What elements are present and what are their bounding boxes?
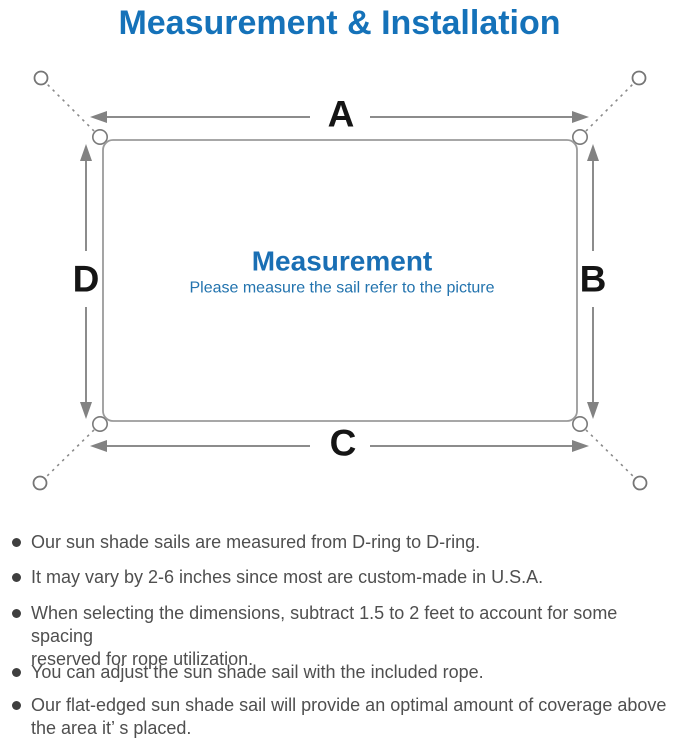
diagram-center-subtitle: Please measure the sail refer to the pic… [189,280,494,297]
measurement-diagram: A B C D Measurement Please measure the s… [32,70,648,491]
dimension-label-c: C [330,423,357,464]
d-ring-icon-bottom-left [92,415,109,432]
note-text: Our sun shade sails are measured from D-… [31,532,481,552]
bullet-icon [12,668,21,677]
rope-line-bottom-right [580,424,638,481]
d-ring-icon-top-left [92,129,109,146]
list-item: When selecting the dimensions, subtract … [12,602,667,671]
list-item: Our sun shade sails are measured from D-… [12,531,667,554]
rope-line-bottom-left [42,424,100,481]
anchor-circle-top-left [33,70,49,86]
list-item: You can adjust the sun shade sail with t… [12,661,667,684]
note-text: the area it’ s placed. [31,718,192,738]
bullet-icon [12,573,21,582]
anchor-circle-bottom-right [632,475,648,491]
sail-outline [102,139,578,422]
anchor-circle-bottom-left [32,475,48,491]
rope-line-top-left [43,80,100,137]
list-item: It may vary by 2-6 inches since most are… [12,566,667,589]
dimension-label-a: A [328,94,355,135]
dimension-arrow-a [90,111,589,123]
note-text: When selecting the dimensions, subtract … [31,603,618,646]
dimension-label-b: B [580,259,607,300]
note-text: You can adjust the sun shade sail with t… [31,662,484,682]
note-text: reserved for rope utilization. [31,649,254,669]
bullet-icon [12,609,21,618]
dimension-arrow-d [80,144,92,419]
dimension-arrow-c [90,440,589,452]
anchor-circle-top-right [631,70,647,86]
dimension-arrow-b [587,144,599,419]
rope-line-top-right [580,80,637,137]
bullet-icon [12,538,21,547]
bullet-icon [12,701,21,710]
list-item: Our flat-edged sun shade sail will provi… [12,694,667,739]
note-text: Our flat-edged sun shade sail will provi… [31,695,667,715]
diagram-center-title: Measurement [252,246,433,277]
note-text: It may vary by 2-6 inches since most are… [31,567,544,587]
d-ring-icon-bottom-right [571,415,588,432]
dimension-label-d: D [73,259,100,300]
d-ring-icon-top-right [571,129,588,146]
page-title: Measurement & Installation [118,4,561,42]
